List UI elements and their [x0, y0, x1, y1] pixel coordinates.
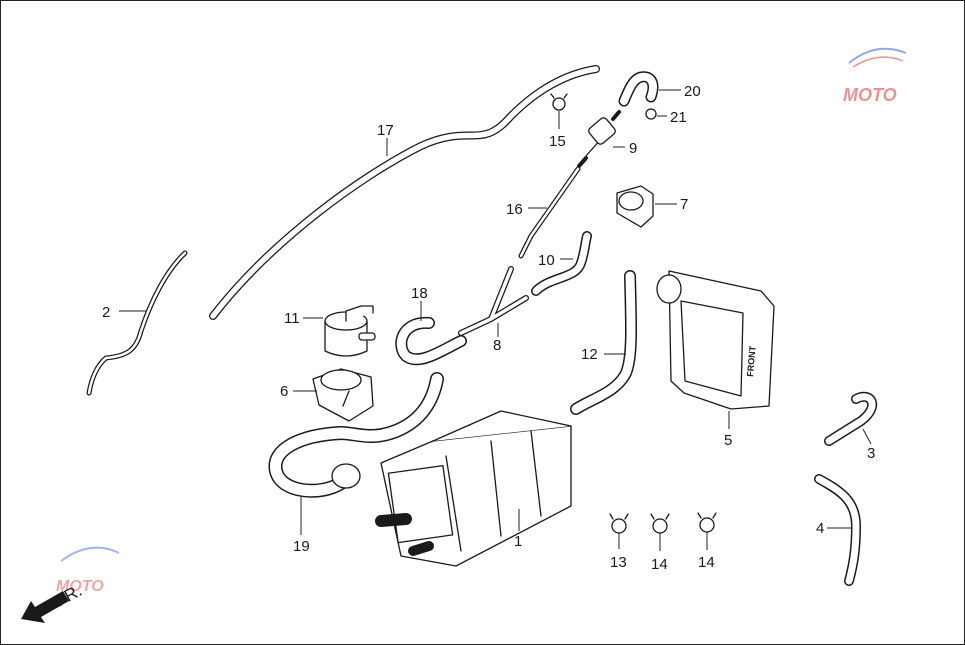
callout-6: 6	[280, 383, 288, 400]
hose-19	[268, 372, 444, 498]
callout-9: 9	[629, 140, 637, 157]
callout-10: 10	[538, 252, 555, 269]
callout-2: 2	[102, 304, 110, 321]
hose-4	[814, 474, 861, 586]
filter-9	[577, 110, 621, 168]
canister-1	[375, 410, 572, 567]
callout-4: 4	[816, 520, 824, 537]
callout-7: 7	[680, 196, 688, 213]
callout-1: 1	[514, 533, 522, 550]
hose-12	[570, 270, 638, 415]
bracket-7	[616, 185, 654, 228]
leader-lines	[119, 89, 872, 551]
rod-2	[86, 250, 188, 396]
callout-8: 8	[493, 337, 501, 354]
callout-21: 21	[670, 109, 687, 126]
callout-14-b: 14	[698, 554, 715, 571]
svg-text:MOTO: MOTO	[56, 578, 104, 595]
callout-13: 13	[610, 554, 627, 571]
elbow-hose-20	[618, 71, 659, 107]
callout-14-a: 14	[651, 556, 668, 573]
callout-17: 17	[377, 122, 394, 139]
clamp-13	[609, 513, 629, 534]
clamp-15	[550, 93, 568, 111]
svg-text:MOTO: MOTO	[843, 85, 897, 105]
callout-5: 5	[724, 432, 732, 449]
watermark-logo: MOTO	[56, 546, 120, 595]
hose-10	[531, 231, 592, 296]
callout-19: 19	[293, 538, 310, 555]
callout-16: 16	[506, 201, 523, 218]
cover-5: FRONT	[656, 270, 775, 410]
callout-numbers: 1 2 3 4 5 6 7 8 9 10 11 12 13 14 14 15 1…	[102, 83, 875, 573]
arrow-down-left-icon	[21, 591, 69, 623]
callout-12: 12	[581, 346, 598, 363]
callout-15: 15	[549, 133, 566, 150]
hose-17	[209, 65, 600, 320]
callout-20: 20	[684, 83, 701, 100]
clamp-14-a	[650, 513, 670, 534]
connector-8	[458, 266, 529, 336]
callout-11: 11	[284, 310, 300, 327]
clamp-14-b	[697, 512, 717, 533]
watermark-logo: MOTO	[843, 47, 907, 105]
clamp-21	[645, 108, 657, 120]
valve-11	[324, 305, 376, 357]
holder-6	[312, 368, 374, 422]
hose-18	[395, 316, 467, 366]
callout-18: 18	[411, 285, 428, 302]
elbow-3	[824, 391, 878, 446]
callout-3: 3	[867, 445, 875, 462]
embossed-front: FRONT	[745, 345, 758, 377]
front-direction-indicator: FR.	[21, 581, 85, 623]
pipe-16	[518, 166, 581, 259]
